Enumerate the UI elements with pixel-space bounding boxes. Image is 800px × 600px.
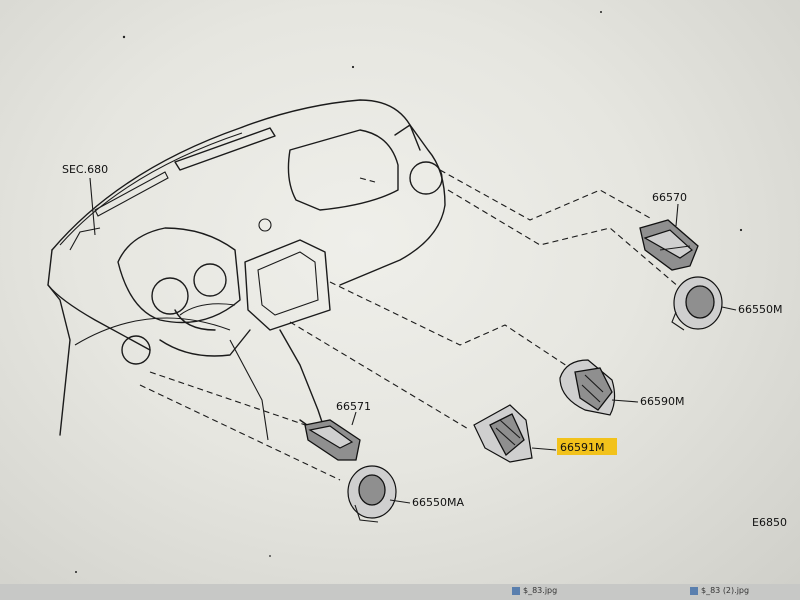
part-label-66591m: 66591M	[560, 441, 604, 454]
highlight-66591m	[557, 438, 617, 455]
part-66591m-vent	[473, 404, 533, 463]
dashboard-outline	[47, 99, 446, 441]
label-leaders	[89, 177, 737, 504]
part-66550m-ring	[671, 276, 723, 331]
part-label-66550m: 66550M	[738, 303, 782, 316]
leader-lines	[139, 169, 681, 481]
part-66590m-vent	[559, 359, 616, 416]
part-label-66570: 66570	[652, 191, 687, 204]
part-label-66571: 66571	[336, 400, 371, 413]
taskbar-file-2-label: $_83 (2).jpg	[701, 586, 750, 595]
image-file-icon	[690, 586, 698, 595]
part-66550ma-ring	[347, 465, 397, 523]
part-label-66550ma: 66550MA	[412, 496, 464, 509]
sec-680-label: SEC.680	[62, 163, 108, 176]
taskbar-file-2[interactable]: $_83 (2).jpg	[690, 586, 749, 595]
taskbar-file-1-label: $_83.jpg	[523, 586, 558, 595]
part-66570-vent	[639, 219, 699, 271]
taskbar-file-1[interactable]: $_83.jpg	[512, 586, 557, 595]
image-file-icon	[512, 586, 520, 595]
taskbar: $_83.jpg $_83 (2).jpg	[0, 584, 800, 600]
part-66571-vent	[304, 419, 361, 461]
page-code: E6850	[752, 516, 787, 529]
scan-specks	[75, 11, 743, 573]
part-label-66590m: 66590M	[640, 395, 684, 408]
